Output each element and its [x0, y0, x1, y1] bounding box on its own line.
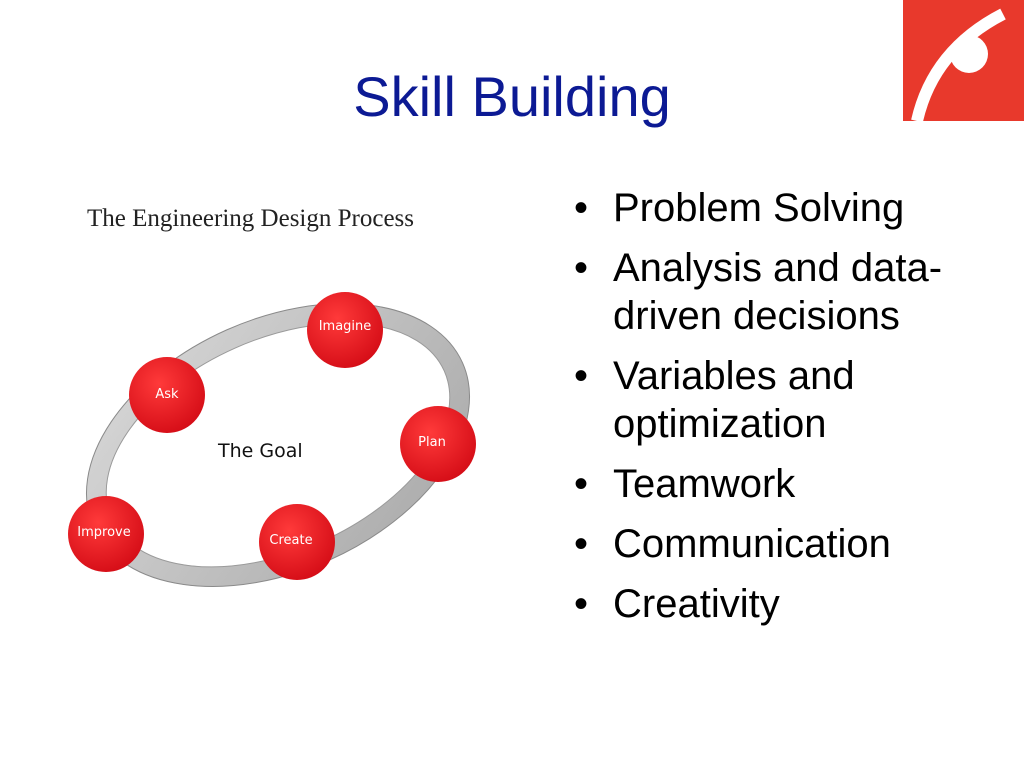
bullet-item: • Variables and optimization	[572, 352, 1012, 448]
node-imagine: Imagine	[307, 292, 383, 368]
bullet-dot: •	[574, 246, 589, 290]
svg-text:Create: Create	[269, 533, 312, 548]
node-ask: Ask	[129, 357, 205, 433]
node-create: Create	[259, 504, 335, 580]
bullet-dot: •	[574, 522, 589, 566]
svg-text:Plan: Plan	[418, 435, 446, 450]
bullet-text: Variables and optimization	[613, 354, 855, 446]
bullet-item: • Problem Solving	[572, 184, 1012, 232]
bullet-dot: •	[574, 354, 589, 398]
diagram-title: The Engineering Design Process	[87, 205, 414, 232]
svg-text:Ask: Ask	[155, 387, 179, 402]
slide-title: Skill Building	[353, 65, 671, 128]
bullet-text: Teamwork	[613, 462, 796, 506]
bullet-text: Creativity	[613, 582, 780, 626]
bullet-item: • Communication	[572, 520, 1012, 568]
bullet-dot: •	[574, 186, 589, 230]
bullet-item: • Teamwork	[572, 460, 1012, 508]
goal-label: The Goal	[217, 440, 303, 462]
skills-bullet-list: • Problem Solving • Analysis and data-driv…	[572, 184, 1012, 640]
svg-text:Imagine: Imagine	[319, 319, 372, 334]
bullet-text: Analysis and data-driven decisions	[613, 246, 943, 338]
bullet-dot: •	[574, 582, 589, 626]
node-plan: Plan	[400, 406, 476, 482]
bullet-item: • Analysis and data-driven decisions	[572, 244, 1012, 340]
bullet-text: Problem Solving	[613, 186, 905, 230]
bullet-item: • Creativity	[572, 580, 1012, 628]
bullet-dot: •	[574, 462, 589, 506]
red-square-arc-logo-icon	[903, 0, 1024, 121]
bullet-text: Communication	[613, 522, 891, 566]
design-process-diagram: The Engineering Design Process The Goal …	[68, 205, 476, 587]
node-improve: Improve	[68, 496, 144, 572]
svg-text:Improve: Improve	[77, 525, 130, 540]
